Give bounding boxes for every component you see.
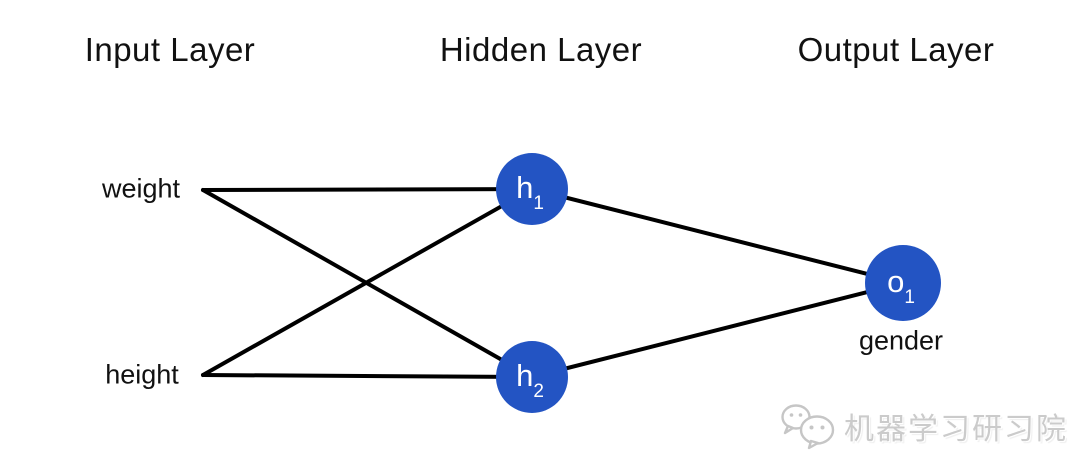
node-h1 [496,153,568,225]
edge-h1-o1 [530,187,905,285]
edge-height-h1 [201,187,534,377]
watermark-text: 机器学习研习院 [844,413,1068,446]
wechat-icon [781,404,835,450]
input-label-height: height [105,359,179,390]
output-layer-title: Output Layer [797,31,995,68]
hidden-layer-title: Hidden Layer [439,31,643,68]
output-label-gender: gender [858,325,944,356]
watermark: 机器学习研习院 [779,401,1068,451]
edge-weight-h1 [201,187,534,192]
input-layer-title: Input Layer [84,31,256,68]
edge-h2-o1 [530,281,905,379]
input-label-weight: weight [101,173,181,204]
edge-height-h2 [201,373,534,379]
node-o1 [865,245,941,321]
node-h2 [496,341,568,413]
